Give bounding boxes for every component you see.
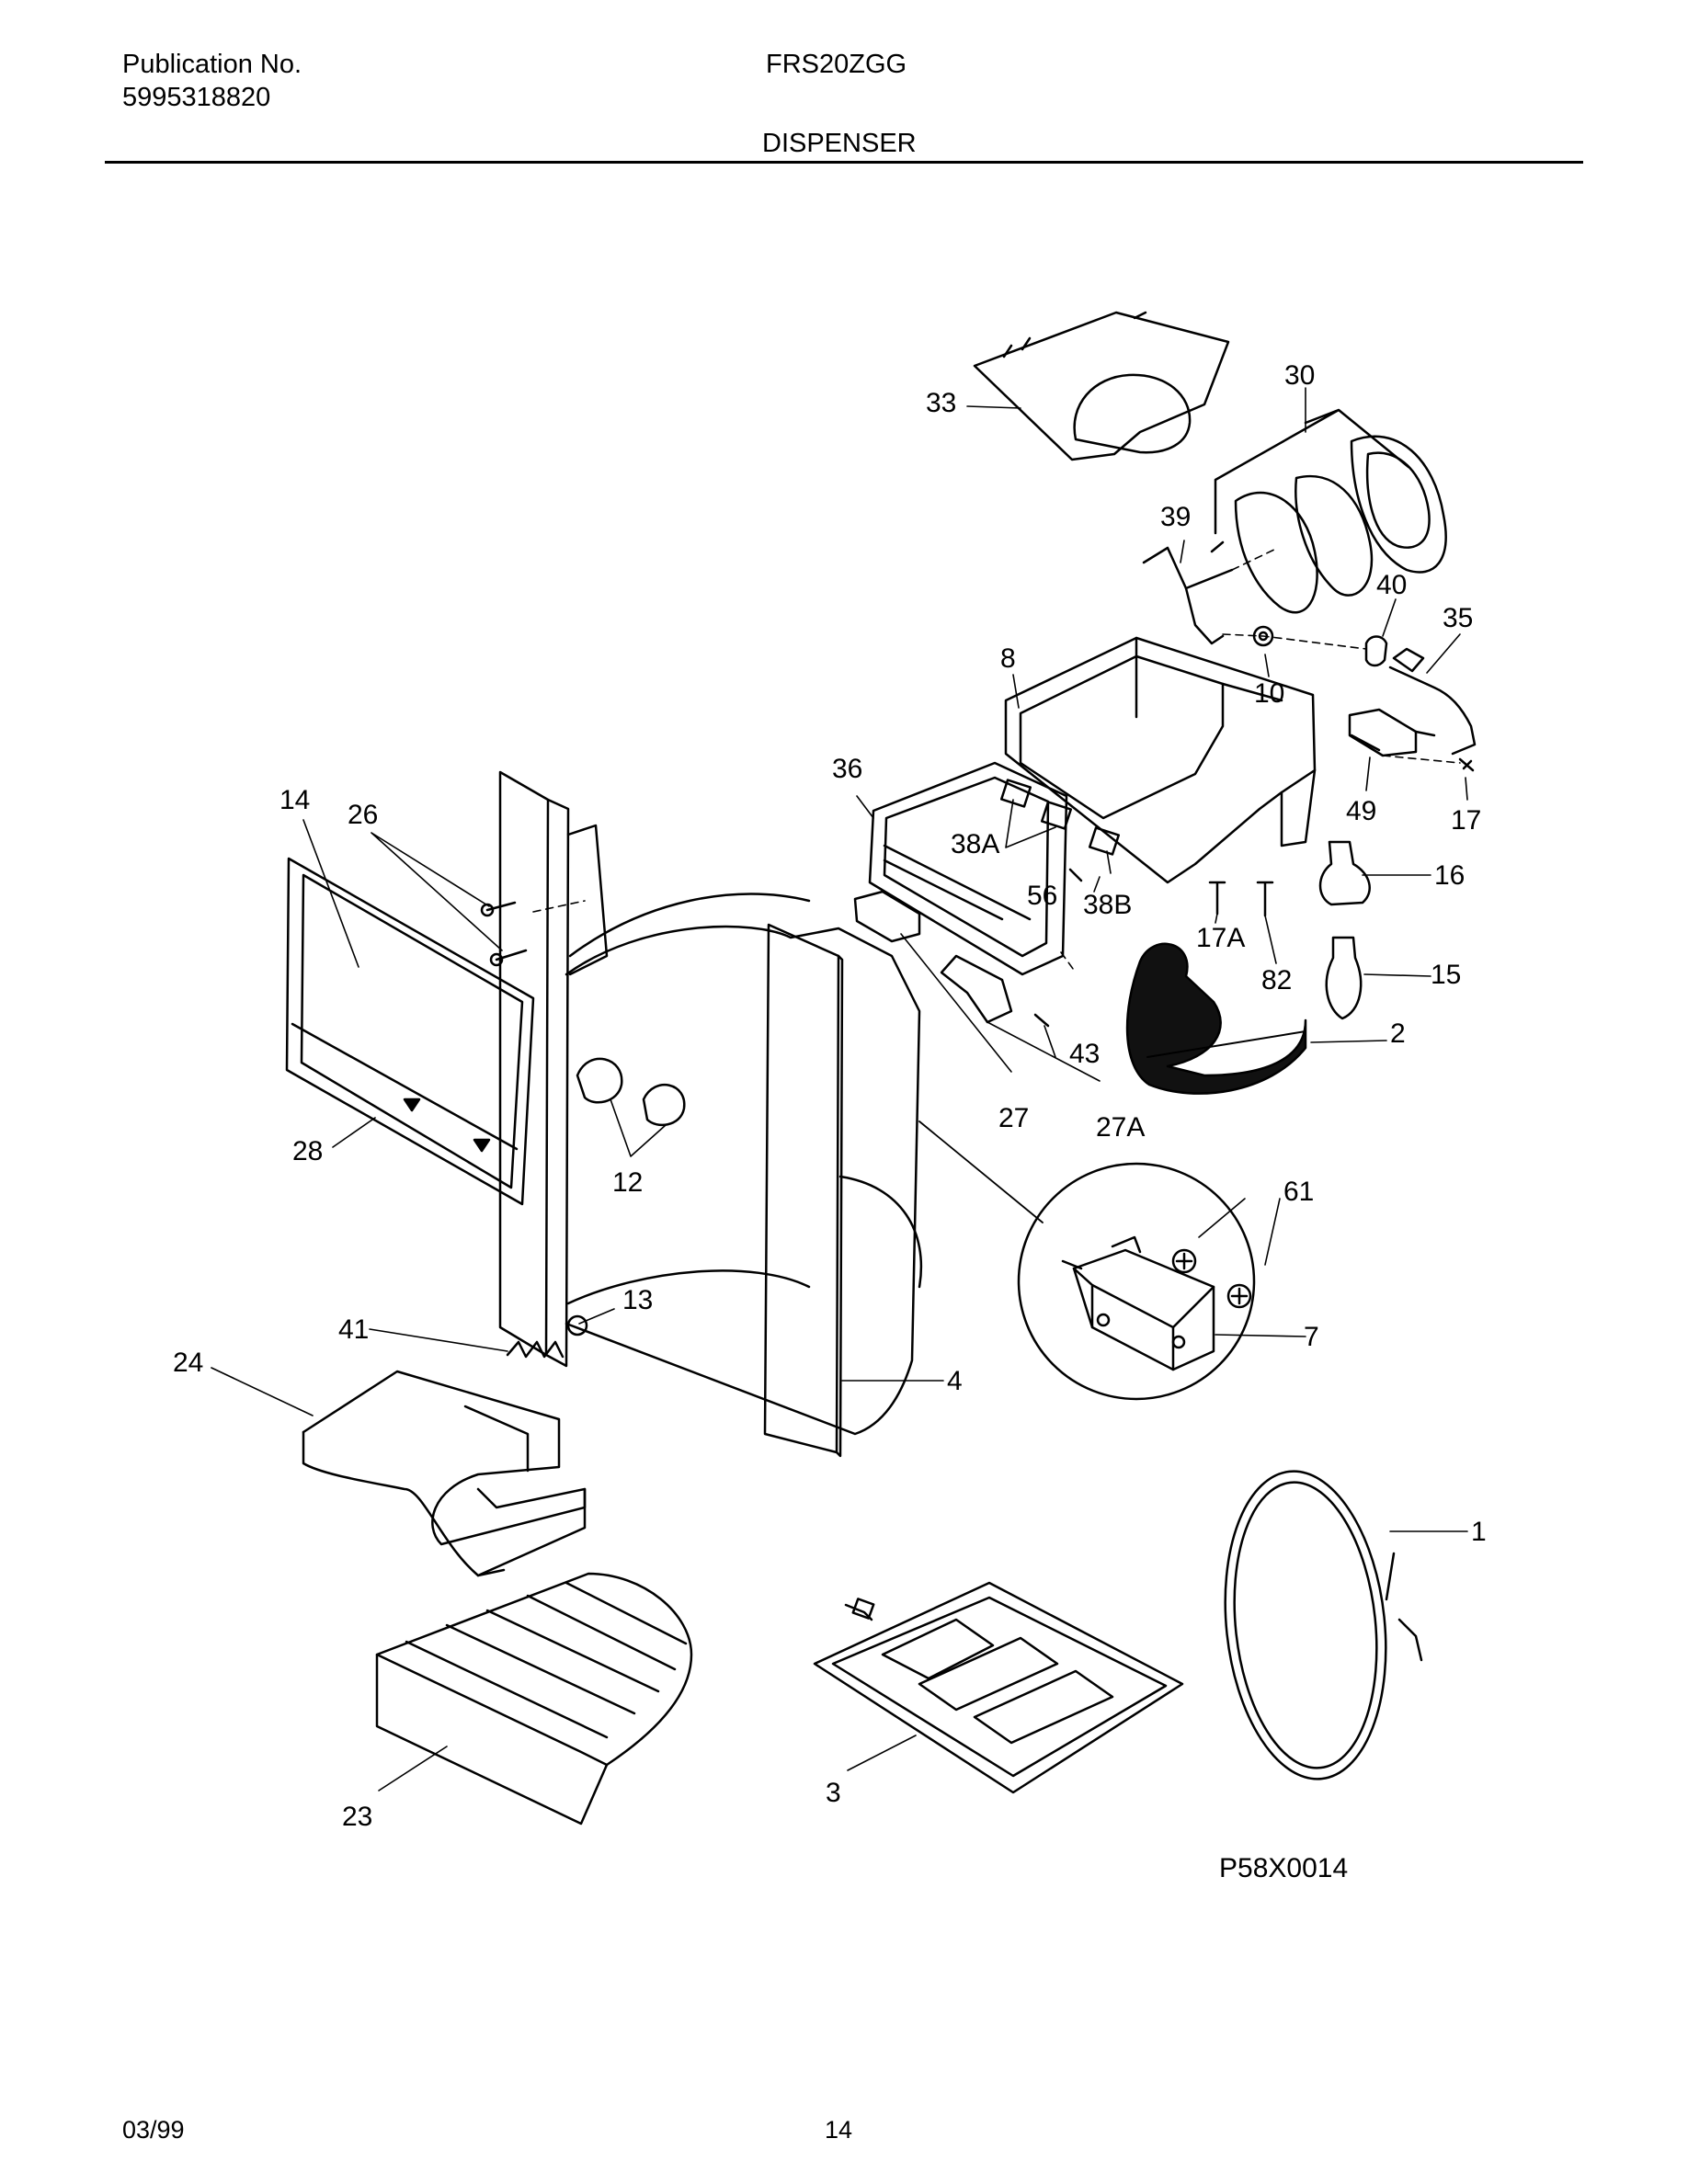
part-82-screw [1256,881,1274,917]
header-rule [105,161,1583,164]
callout-24: 24 [173,1348,203,1378]
part-17A-screw [1208,881,1226,916]
part-13-bushing [566,1314,588,1337]
part-1-gasket [1224,1470,1423,1780]
section-title: DISPENSER [762,129,917,158]
callout-14: 14 [279,785,310,815]
diagram-code: P58X0014 [1219,1853,1348,1883]
callout-7: 7 [1304,1322,1319,1352]
callout-39: 39 [1160,502,1191,532]
part-36-switch-panel [868,761,1068,976]
callout-35: 35 [1443,603,1473,633]
callout-61: 61 [1283,1177,1314,1207]
assembly-guides [532,547,1461,973]
part-17-screw [1458,757,1475,772]
part-35-wire-harness [1388,647,1477,756]
part-27A-actuator [940,954,1013,1024]
part-3-heater-pad [813,1581,1184,1794]
callout-13: 13 [622,1285,653,1315]
callout-16: 16 [1434,860,1465,891]
callout-15: 15 [1431,960,1461,990]
callout-12: 12 [612,1167,643,1198]
callout-36: 36 [832,754,862,784]
part-4-dispenser-body [498,770,923,1458]
callout-1: 1 [1471,1517,1487,1547]
callout-56: 56 [1027,881,1057,911]
publication-number: 5995318820 [122,83,271,112]
part-26-screws [480,901,528,967]
callout-10: 10 [1254,678,1284,709]
part-39-wire-lever [1142,540,1234,645]
part-49-switch-bracket [1348,708,1436,757]
callout-33: 33 [926,388,956,418]
part-12-clips [576,1057,686,1127]
part-15-bulb [1325,936,1363,1020]
page-number: 14 [825,2116,853,2144]
callout-30: 30 [1284,360,1315,391]
publication-label: Publication No. [122,50,302,79]
part-16-socket [1318,840,1371,906]
part-41-spring [506,1340,565,1359]
part-56-screw [1068,868,1083,882]
part-14-28-cover [285,857,535,1206]
callout-43: 43 [1069,1039,1100,1069]
callout-40: 40 [1376,570,1407,600]
callout-38B: 38B [1083,890,1132,920]
callout-17A: 17A [1196,923,1245,953]
part-8-housing [1004,636,1317,884]
callout-23: 23 [342,1802,372,1832]
part-24-tray [302,1370,587,1577]
part-40-lamp-socket [1364,635,1388,667]
callout-82: 82 [1261,965,1292,995]
part-30-flap-assembly [1214,408,1447,614]
part-33-cover-plate [973,311,1230,461]
part-27-clip [853,890,921,943]
callout-27A: 27A [1096,1112,1145,1143]
part-23-drip-tray [375,1572,693,1826]
callout-2: 2 [1390,1018,1406,1049]
part-43-screw [1033,1013,1050,1028]
part-38B-switch [1088,826,1121,856]
footer-date: 03/99 [122,2116,185,2144]
callout-27: 27 [998,1103,1029,1133]
part-7-61-detail-callout [1017,1162,1256,1401]
callout-49: 49 [1346,796,1376,826]
callout-4: 4 [947,1366,963,1396]
callout-17: 17 [1451,805,1481,836]
callout-41: 41 [338,1314,369,1345]
part-2-chute-funnel [1125,942,1307,1095]
callout-28: 28 [292,1136,323,1166]
detail-connector-line [918,1120,1044,1223]
callout-38A: 38A [951,829,999,859]
callout-3: 3 [826,1778,841,1808]
callout-26: 26 [348,800,378,830]
leader-lines [211,387,1468,1792]
callout-8: 8 [1000,643,1016,674]
model-number: FRS20ZGG [766,50,907,79]
